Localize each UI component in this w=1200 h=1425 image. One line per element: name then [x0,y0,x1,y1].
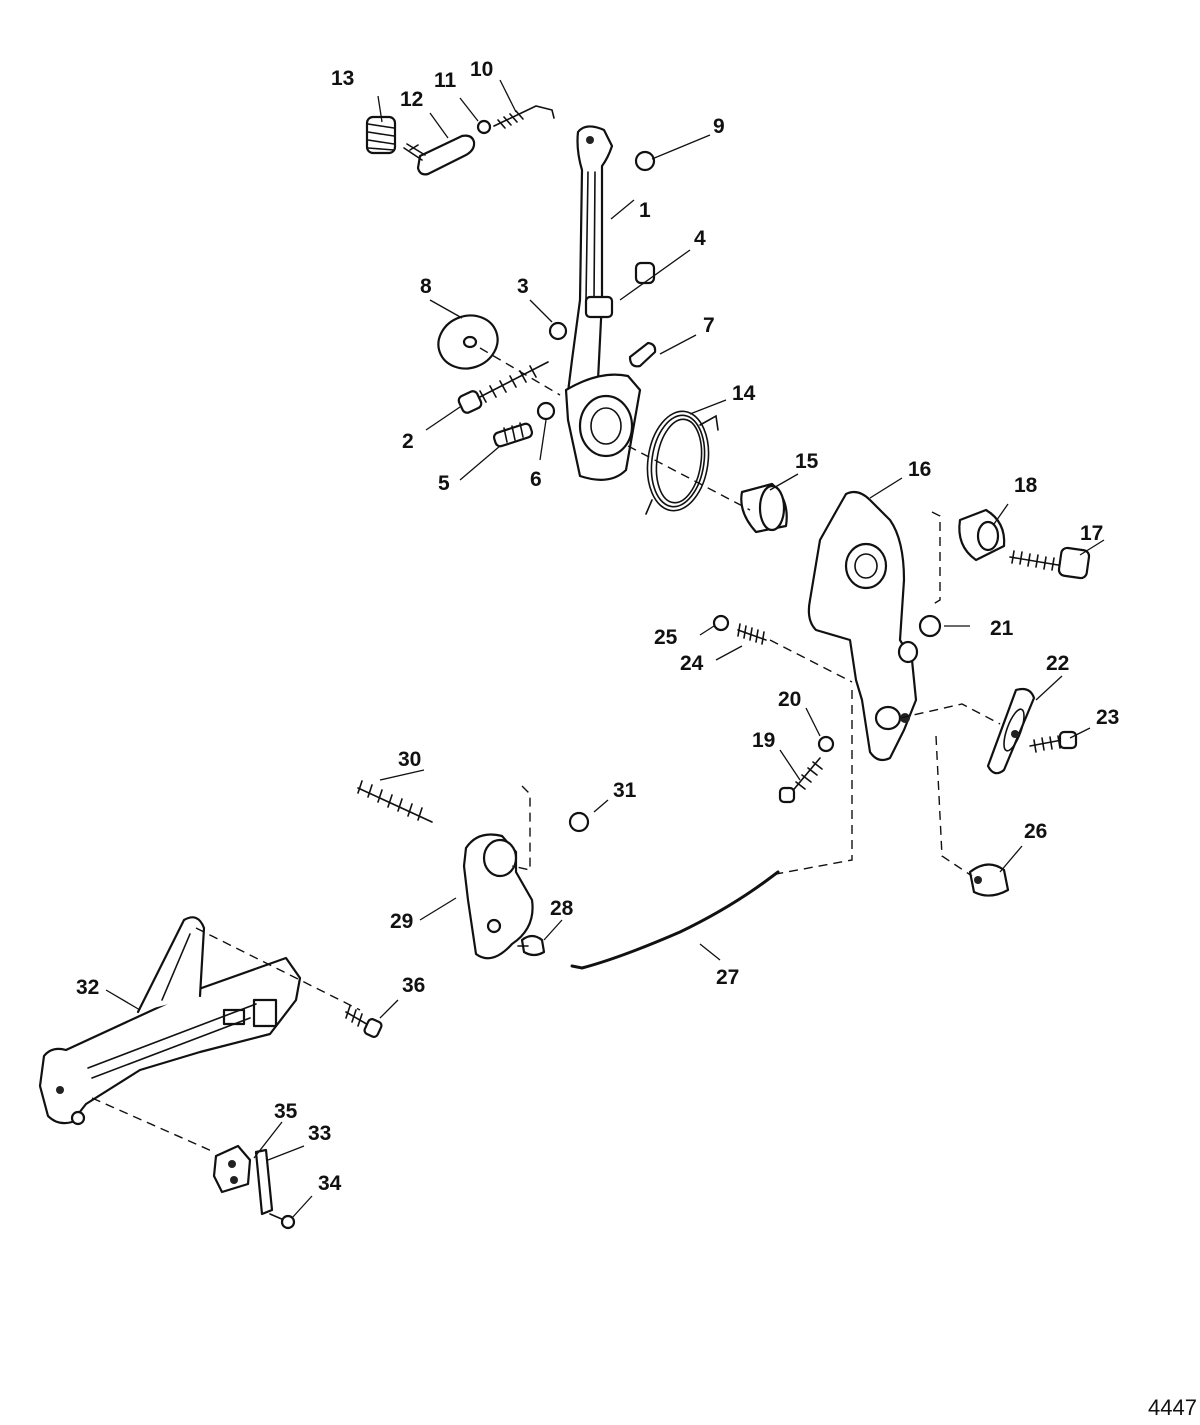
callout-33: 33 [308,1122,331,1145]
part-34-screw [269,1213,296,1230]
callout-19: 19 [752,729,775,752]
part-3-nut [548,321,568,341]
callout-29: 29 [390,910,413,933]
part-18-bushing [958,508,1006,562]
part-1-control-lever [566,125,614,397]
callout-27: 27 [716,966,739,989]
callout-11: 11 [434,69,457,92]
callout-28: 28 [550,897,574,920]
callout-5: 5 [438,472,450,495]
part-35-block [212,1144,252,1194]
part-11-washer [476,119,492,135]
part-24-spring [737,623,767,645]
part-4-bushing [634,261,656,285]
callout-10: 10 [470,58,493,81]
callout-9: 9 [713,115,725,138]
part-6-nut [536,401,556,421]
callout-4: 4 [694,227,706,250]
callout-35: 35 [274,1100,298,1123]
part-28-clip [517,934,546,957]
part-20-nut [817,735,835,753]
part-13-spring [365,115,397,155]
callout-2: 2 [402,430,414,453]
part-22-link [986,687,1036,775]
part-16-housing [807,490,919,762]
callout-20: 20 [778,688,801,711]
part-21-nut [918,614,942,638]
part-7-bushing [628,341,657,368]
part-32-bracket [38,916,302,1126]
part-5-screw [492,422,534,448]
figure-number: 4447 [1148,1395,1197,1420]
part-23-screw [1029,730,1078,753]
callout-23: 23 [1096,706,1119,729]
callout-18: 18 [1014,474,1038,497]
callout-8: 8 [420,275,432,298]
callout-14: 14 [732,382,756,405]
callout-22: 22 [1046,652,1069,675]
callout-17: 17 [1080,522,1103,545]
callout-30: 30 [398,748,421,771]
callout-13: 13 [331,67,354,90]
leader-lines [105,79,1105,1219]
callout-1: 1 [639,199,651,222]
callout-26: 26 [1024,820,1047,843]
part-15-bushing [740,482,788,534]
part-14-spring [645,410,719,515]
callout-6: 6 [530,468,542,491]
part-33-plate [254,1148,274,1216]
part-31-nut [568,811,590,833]
callout-31: 31 [613,779,637,802]
part-10-link-rod [493,105,555,129]
assembly-lines [91,347,1001,1153]
part-30-stud [357,780,433,823]
callout-24: 24 [680,652,704,675]
part-17-bolt [1009,546,1091,580]
callout-12: 12 [400,88,423,111]
callout-21: 21 [990,617,1014,640]
part-26-cap [968,863,1010,897]
callout-16: 16 [908,458,931,481]
part-1-lever-hub [564,373,642,481]
callout-25: 25 [654,626,678,649]
part-12-detent-pin [403,134,476,176]
callout-36: 36 [402,974,425,997]
part-25-nut [712,614,730,632]
part-2-bolt [457,361,549,414]
part-36-screw [345,1005,383,1038]
part-19-screw [778,757,823,804]
callout-32: 32 [76,976,99,999]
part-8-washer [437,314,499,370]
callout-34: 34 [318,1172,342,1195]
callout-labels: 1 2 3 4 5 6 7 8 9 10 11 12 13 14 15 16 1… [76,58,1119,1195]
callout-7: 7 [703,314,715,337]
part-27-link-rod [570,870,780,970]
callout-15: 15 [795,450,819,473]
part-9-nut [634,150,656,172]
part-29-cam-lever [462,833,534,960]
callout-3: 3 [517,275,529,298]
